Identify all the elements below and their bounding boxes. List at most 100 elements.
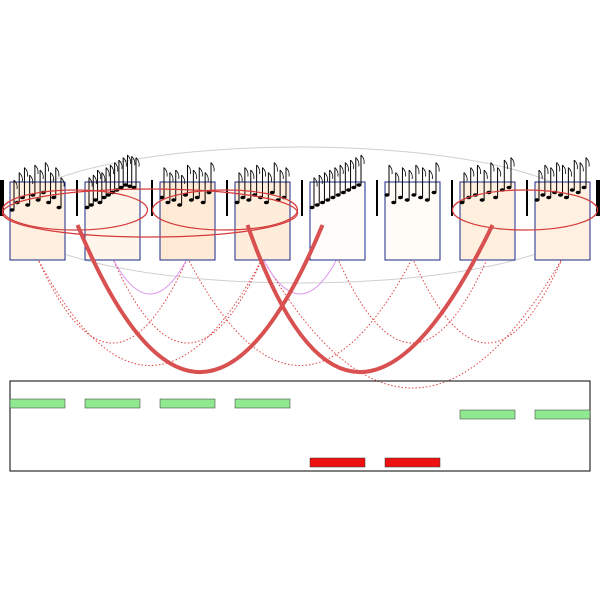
note-head xyxy=(569,188,575,192)
note-flag xyxy=(24,167,29,177)
final-barline xyxy=(596,180,600,216)
note-flag xyxy=(273,162,278,172)
barline xyxy=(226,180,228,216)
note-flag xyxy=(395,172,400,182)
note-flag xyxy=(163,167,168,177)
note-head xyxy=(194,195,200,200)
note-head xyxy=(269,190,275,195)
note-flag xyxy=(585,157,590,167)
segment-3 xyxy=(151,162,216,261)
note-flag xyxy=(435,162,440,172)
note-flag xyxy=(579,162,584,172)
segment-6 xyxy=(376,162,441,261)
note-flag xyxy=(544,164,549,175)
cluster-lane-panel xyxy=(9,380,591,472)
note-flag xyxy=(339,164,344,175)
dotted-link-arc xyxy=(37,257,263,366)
note-head xyxy=(97,200,103,205)
ellipse-layer xyxy=(1,188,599,238)
dotted-link-arc xyxy=(262,257,563,389)
note-flag xyxy=(114,162,119,172)
note-flag xyxy=(510,157,515,167)
note-flag xyxy=(550,167,555,177)
note-head xyxy=(177,203,183,207)
note-flag xyxy=(122,157,127,167)
arc-layer xyxy=(12,146,588,389)
note-flag xyxy=(556,162,561,172)
segment-pair-ellipse xyxy=(1,189,149,231)
note-head xyxy=(9,208,15,212)
segment-row xyxy=(0,154,600,261)
strong-link-arc xyxy=(245,224,495,374)
barline xyxy=(151,180,153,216)
note-flag xyxy=(324,172,329,182)
violet-link-arc xyxy=(112,257,188,295)
segment-2 xyxy=(76,154,141,261)
segment-8 xyxy=(526,157,591,261)
note-flag xyxy=(181,174,186,185)
note-flag xyxy=(313,177,318,187)
note-flag xyxy=(13,179,18,190)
segment-box xyxy=(9,181,66,261)
note-head xyxy=(325,198,331,202)
note-head xyxy=(183,193,188,197)
note-flag xyxy=(568,167,572,177)
note-head xyxy=(346,188,352,192)
start-barline xyxy=(0,180,4,216)
note-head xyxy=(122,183,128,187)
note-head xyxy=(246,198,252,202)
dotted-link-arc xyxy=(37,257,188,344)
note-flag xyxy=(285,167,290,177)
note-flag xyxy=(193,169,197,180)
note-head xyxy=(575,190,581,195)
note-flag xyxy=(402,167,407,177)
note-flag xyxy=(345,162,349,172)
note-flag xyxy=(422,167,427,177)
cluster-bar-2 xyxy=(84,398,141,409)
cluster-bar-7 xyxy=(459,409,516,420)
note-flag xyxy=(210,162,215,172)
note-flag xyxy=(428,169,433,180)
note-flag xyxy=(573,159,578,170)
note-head xyxy=(411,193,417,197)
barline xyxy=(76,180,78,216)
barline xyxy=(376,180,378,216)
note-flag xyxy=(118,159,123,170)
cluster-bar-5 xyxy=(309,457,366,468)
note-flag xyxy=(490,162,495,172)
note-flag xyxy=(110,164,114,175)
note-flag xyxy=(250,169,255,180)
note-head xyxy=(263,200,269,205)
segment-7 xyxy=(451,157,516,261)
cluster-bar-1 xyxy=(9,398,66,409)
note-flag xyxy=(88,177,93,187)
note-head xyxy=(384,193,390,197)
note-head xyxy=(56,205,62,210)
note-flag xyxy=(483,169,488,180)
segment-4 xyxy=(226,162,291,261)
cluster-bar-4 xyxy=(234,398,291,409)
note-flag xyxy=(105,167,110,177)
note-head xyxy=(391,200,397,205)
note-head xyxy=(424,198,430,202)
note-head xyxy=(397,195,403,200)
note-flag xyxy=(92,174,97,185)
note-head xyxy=(101,195,107,200)
note-head xyxy=(240,195,246,200)
note-head xyxy=(127,184,133,189)
segment-box xyxy=(84,181,141,261)
note-head xyxy=(459,200,465,205)
note-flag xyxy=(279,169,284,180)
note-head xyxy=(51,195,57,200)
note-flag xyxy=(360,154,365,165)
note-flag xyxy=(350,159,355,170)
note-head xyxy=(314,203,320,207)
note-head xyxy=(581,185,587,190)
note-head xyxy=(105,193,111,197)
note-flag xyxy=(238,172,243,182)
note-flag xyxy=(244,167,249,177)
note-flag xyxy=(329,169,334,180)
note-flag xyxy=(169,172,174,182)
note-flag xyxy=(198,167,203,177)
